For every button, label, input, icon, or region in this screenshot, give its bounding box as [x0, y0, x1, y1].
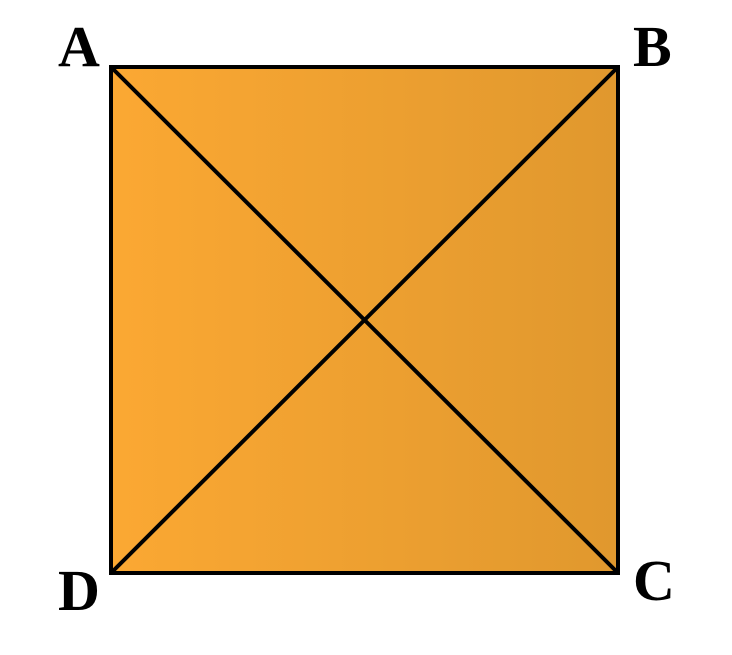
vertex-label-a: A — [58, 14, 100, 79]
vertex-label-b: B — [633, 14, 672, 79]
diagonal-bd — [109, 65, 620, 575]
vertex-label-d: D — [58, 558, 100, 623]
vertex-label-c: C — [633, 548, 675, 613]
